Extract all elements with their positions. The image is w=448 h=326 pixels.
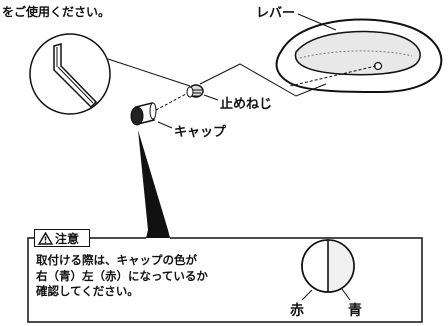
hex-key-leader-line <box>107 58 191 87</box>
cap-leader-line <box>157 121 173 129</box>
hex-key-callout-circle <box>29 33 111 115</box>
instruction-note: をご使用ください。 <box>2 5 110 19</box>
hex-key-icon <box>53 43 98 109</box>
lever-body <box>275 18 443 94</box>
caution-text: 取付ける際は、キャップの色が 右（青）左（赤）になっているか 確認してください。 <box>36 253 208 300</box>
set-screw-label: 止めねじ <box>220 97 273 112</box>
red-leader-line <box>301 289 313 301</box>
blue-label: 青 <box>348 303 362 319</box>
blue-leader-line <box>341 288 351 301</box>
caution-heading: 注意 <box>34 229 90 247</box>
caution-title: 注意 <box>55 231 80 246</box>
set-screw <box>186 84 204 98</box>
cap-color-diagram <box>301 239 355 301</box>
set-screw-leader-line <box>203 94 219 101</box>
lever-label: レバー <box>256 6 296 21</box>
caution-line: 右（青）左（赤）になっているか <box>36 268 208 283</box>
warning-triangle-icon <box>38 231 53 245</box>
caution-box <box>27 237 423 323</box>
lever-leader-line <box>297 13 337 31</box>
cap <box>130 102 157 126</box>
routing-line <box>199 63 327 97</box>
instruction-note-line: をご使用ください。 <box>2 5 111 19</box>
caution-line: 確認してください。 <box>36 284 139 298</box>
caution-line: 取付ける際は、キャップの色が <box>36 253 197 267</box>
cap-label: キャップ <box>174 125 227 140</box>
red-label: 赤 <box>290 303 304 319</box>
cap-axis-line <box>155 93 187 111</box>
pointer-wedge <box>138 130 168 230</box>
